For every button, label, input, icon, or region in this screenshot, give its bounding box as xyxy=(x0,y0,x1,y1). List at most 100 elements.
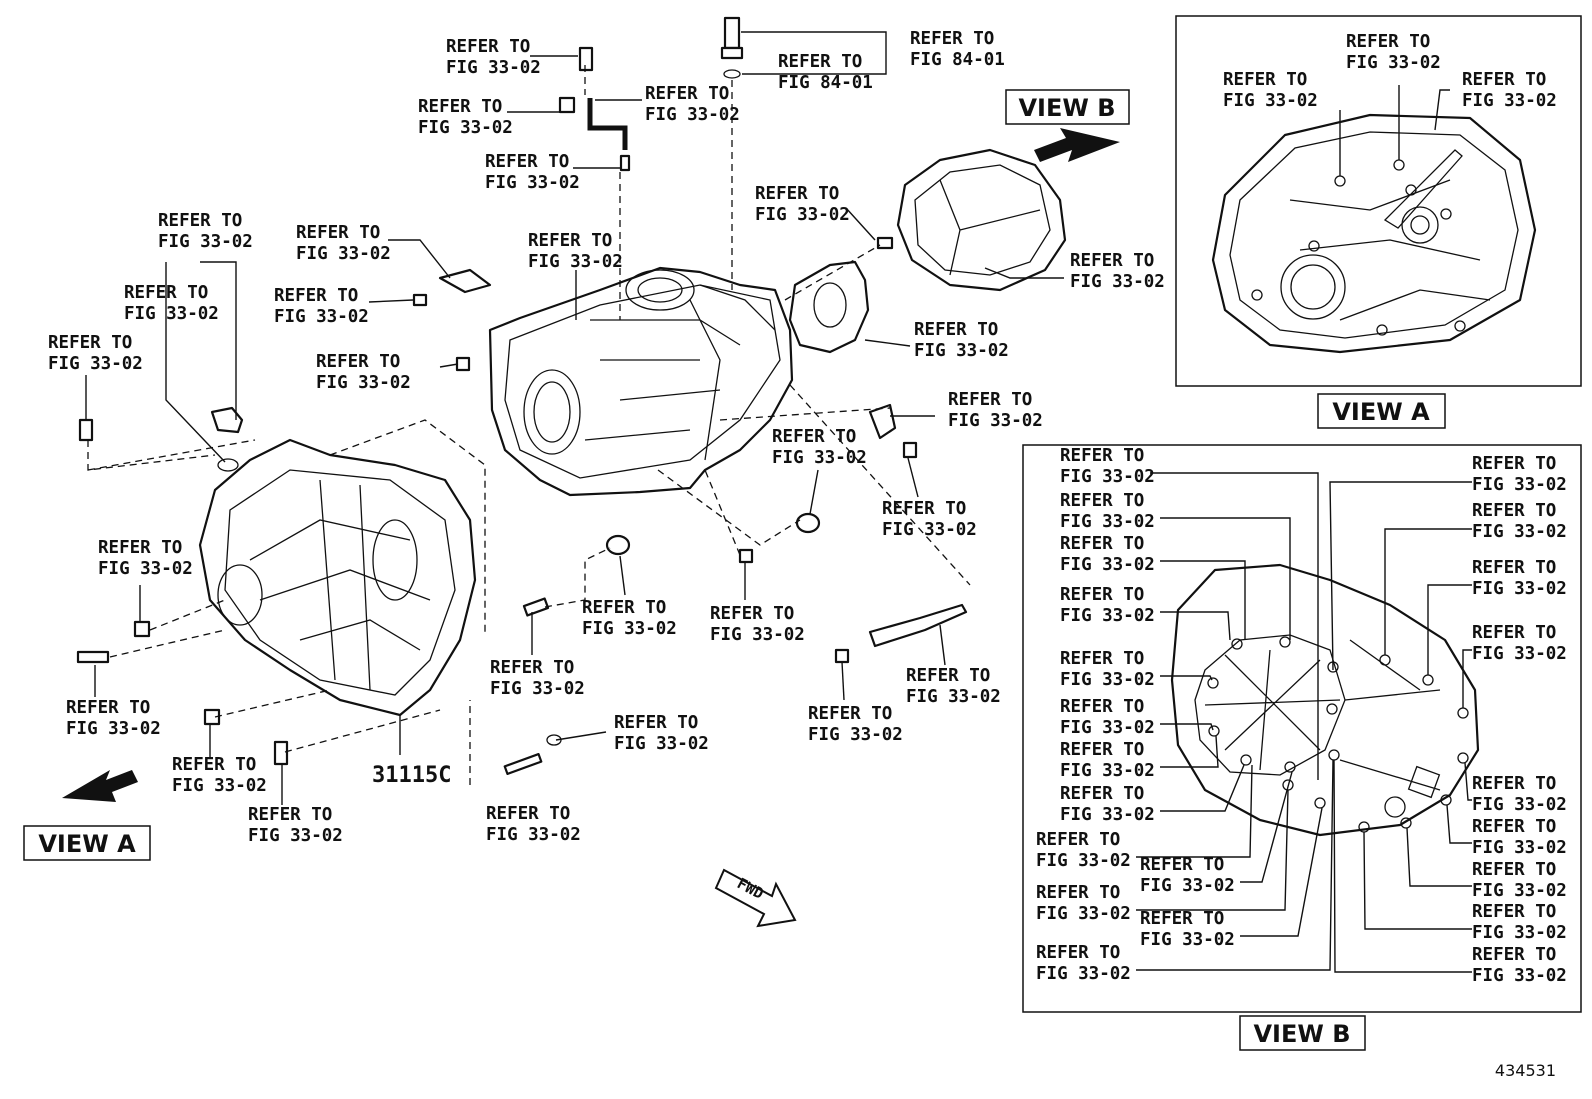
callout-fig-ref: FIG 33-02 xyxy=(645,105,740,125)
callout-fig-ref: FIG 33-02 xyxy=(1036,964,1131,984)
callout-fig-ref: FIG 33-02 xyxy=(1060,512,1155,532)
callout-refer-to: REFER TO xyxy=(882,499,966,519)
callout-refer-to: REFER TO xyxy=(948,390,1032,410)
callout-refer-to: REFER TO xyxy=(1472,945,1556,965)
callout-refer-to: REFER TO xyxy=(1060,585,1144,605)
callout-fig-ref: FIG 33-02 xyxy=(418,118,513,138)
callout-fig-ref: FIG 33-02 xyxy=(446,58,541,78)
callout-fig-ref: FIG 33-02 xyxy=(1472,966,1567,986)
callout-refer-to: REFER TO xyxy=(1036,883,1120,903)
view-arrows xyxy=(62,128,1120,928)
callout-refer-to: REFER TO xyxy=(1036,943,1120,963)
callout-refer-to: REFER TO xyxy=(1346,32,1430,52)
callout-fig-ref: FIG 33-02 xyxy=(1472,923,1567,943)
callout-refer-to: REFER TO xyxy=(1472,902,1556,922)
callout-refer-to: REFER TO xyxy=(1223,70,1307,90)
callout-fig-ref: FIG 33-02 xyxy=(1472,579,1567,599)
callout-fig-ref: FIG 33-02 xyxy=(906,687,1001,707)
callout-refer-to: REFER TO xyxy=(914,320,998,340)
callout-refer-to: REFER TO xyxy=(1140,855,1224,875)
callout-refer-to: REFER TO xyxy=(906,666,990,686)
callout-refer-to: REFER TO xyxy=(582,598,666,618)
callout-refer-to: REFER TO xyxy=(1472,558,1556,578)
callout-refer-to: REFER TO xyxy=(1472,860,1556,880)
callout-refer-to: REFER TO xyxy=(418,97,502,117)
callout-fig-ref: FIG 33-02 xyxy=(1070,272,1165,292)
small-parts xyxy=(76,16,968,776)
view-b-arrow-icon xyxy=(1034,128,1120,162)
view-a-title: VIEW A xyxy=(1332,398,1430,426)
callout-refer-to: REFER TO xyxy=(66,698,150,718)
callout-refer-to: REFER TO xyxy=(248,805,332,825)
callout-fig-ref: FIG 33-02 xyxy=(1472,795,1567,815)
fwd-arrow-icon xyxy=(714,868,797,928)
callout-fig-ref: FIG 33-02 xyxy=(614,734,709,754)
callout-refer-to: REFER TO xyxy=(1140,909,1224,929)
callout-refer-to: REFER TO xyxy=(172,755,256,775)
callout-fig-ref: FIG 33-02 xyxy=(48,354,143,374)
callout-refer-to: REFER TO xyxy=(772,427,856,447)
callout-fig-ref: FIG 33-02 xyxy=(1060,718,1155,738)
callout-fig-ref: FIG 33-02 xyxy=(528,252,623,272)
callout-fig-ref: FIG 33-02 xyxy=(914,341,1009,361)
callout-refer-to: REFER TO xyxy=(528,231,612,251)
callout-fig-ref: FIG 33-02 xyxy=(274,307,369,327)
callout-fig-ref: FIG 33-02 xyxy=(66,719,161,739)
callout-fig-ref: FIG 33-02 xyxy=(490,679,585,699)
callout-fig-ref: FIG 33-02 xyxy=(296,244,391,264)
callout-fig-ref: FIG 33-02 xyxy=(808,725,903,745)
callout-refer-to: REFER TO xyxy=(1060,446,1144,466)
callout-refer-to: REFER TO xyxy=(910,29,994,49)
guide-lines xyxy=(87,65,971,785)
callout-refer-to: REFER TO xyxy=(124,283,208,303)
callout-refer-to: REFER TO xyxy=(1036,830,1120,850)
callout-refer-to: REFER TO xyxy=(645,84,729,104)
callout-refer-to: REFER TO xyxy=(48,333,132,353)
callout-refer-to: REFER TO xyxy=(1060,491,1144,511)
callout-fig-ref: FIG 33-02 xyxy=(486,825,581,845)
callout-fig-ref: FIG 33-02 xyxy=(1140,930,1235,950)
callout-fig-ref: FIG 33-02 xyxy=(1472,644,1567,664)
part-number-31115c: 31115C xyxy=(372,763,451,788)
callout-fig-ref: FIG 33-02 xyxy=(485,173,580,193)
view-a-inset xyxy=(1175,15,1582,387)
transmission-case xyxy=(488,266,794,497)
callout-refer-to: REFER TO xyxy=(158,211,242,231)
view-b-caption: VIEW B xyxy=(1253,1020,1350,1048)
callout-refer-to: REFER TO xyxy=(1060,649,1144,669)
callout-fig-ref: FIG 33-02 xyxy=(172,776,267,796)
view-a-arrow-icon xyxy=(62,770,138,802)
callout-refer-to: REFER TO xyxy=(755,184,839,204)
callout-fig-ref: FIG 33-02 xyxy=(1060,670,1155,690)
